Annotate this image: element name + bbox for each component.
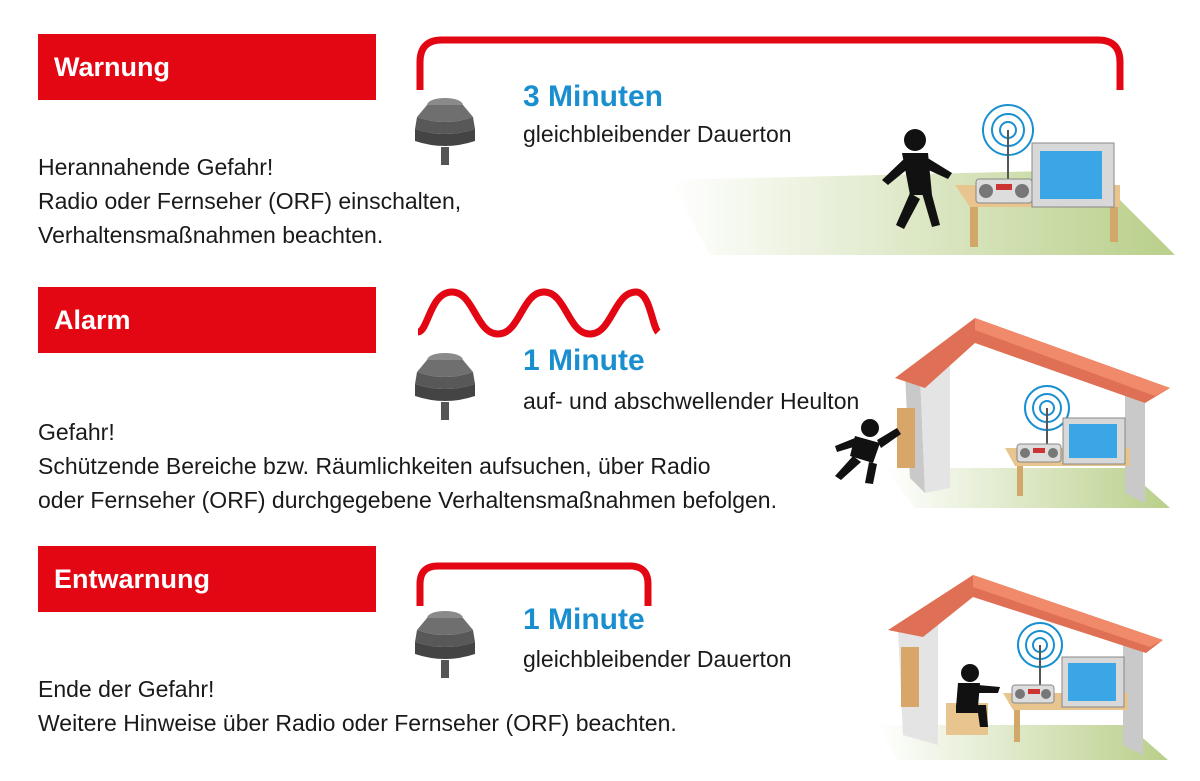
person-icon: [882, 129, 952, 229]
radio-icon: [1011, 684, 1055, 704]
siren-icon: [415, 611, 475, 678]
entwarnung-tone: gleichbleibender Dauerton: [523, 646, 792, 672]
alarm-duration: 1 Minute: [523, 344, 645, 377]
alarm-description: Gefahr! Schützende Bereiche bzw. Räumlic…: [38, 415, 777, 517]
warnung-line-2: Radio oder Fernseher (ORF) einschalten,: [38, 188, 462, 214]
radio-icon: [975, 178, 1033, 204]
alarm-line-2: Schützende Bereiche bzw. Räumlichkeiten …: [38, 453, 711, 479]
entwarnung-scene-illustration: [878, 575, 1168, 760]
warnung-scene-illustration: [670, 104, 1175, 255]
tv-icon: [1062, 417, 1126, 465]
warnung-line-1: Herannahende Gefahr!: [38, 154, 274, 180]
entwarnung-label: Entwarnung: [38, 546, 376, 612]
alarm-label: Alarm: [38, 287, 376, 353]
alarm-tone: auf- und abschwellender Heulton: [523, 388, 860, 414]
alarm-line-3: oder Fernseher (ORF) durchgegebene Verha…: [38, 487, 777, 513]
person-icon: [835, 419, 901, 484]
house-icon: [888, 575, 1163, 755]
warnung-tone: gleichbleibender Dauerton: [523, 121, 792, 147]
entwarnung-description: Ende der Gefahr! Weitere Hinweise über R…: [38, 672, 677, 740]
signal-line-wave: [416, 288, 661, 338]
signal-line-continuous: [416, 36, 1124, 90]
siren-icon: [415, 353, 475, 420]
radio-icon: [1016, 443, 1062, 463]
person-icon: [956, 664, 1000, 727]
siren-icon: [415, 98, 475, 165]
alarm-line-1: Gefahr!: [38, 419, 115, 445]
alarm-scene-illustration: [835, 318, 1170, 508]
warnung-duration: 3 Minuten: [523, 80, 663, 113]
tv-icon: [1031, 142, 1115, 208]
entwarnung-duration: 1 Minute: [523, 603, 645, 636]
entwarnung-line-1: Ende der Gefahr!: [38, 676, 215, 702]
house-icon: [895, 318, 1170, 503]
tv-icon: [1061, 656, 1125, 708]
signal-line-continuous: [416, 562, 652, 606]
warnung-line-3: Verhaltensmaßnahmen beachten.: [38, 222, 384, 248]
entwarnung-line-2: Weitere Hinweise über Radio oder Fernseh…: [38, 710, 677, 736]
warnung-label: Warnung: [38, 34, 376, 100]
warnung-description: Herannahende Gefahr! Radio oder Fernsehe…: [38, 150, 461, 252]
